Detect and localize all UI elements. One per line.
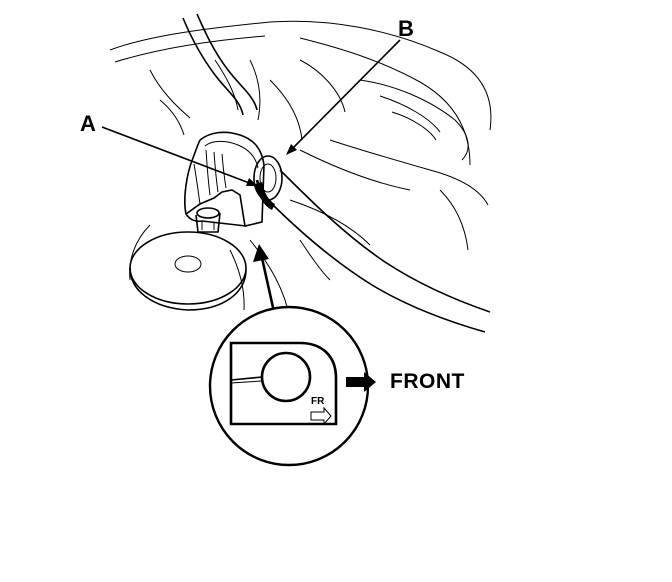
stabilizer-bar (267, 169, 491, 333)
detail-pointer-arrow (253, 244, 276, 313)
detail-view-circle (208, 305, 370, 467)
leader-line-b (286, 39, 401, 155)
callout-label-b: B (398, 16, 414, 41)
callout-label-a: A (80, 111, 96, 136)
fr-direction-arrow (310, 406, 332, 426)
front-direction-arrow (346, 372, 376, 392)
mounting-bolt (195, 207, 221, 233)
background-chassis-outline (109, 20, 492, 321)
front-direction-label: FRONT (390, 370, 465, 393)
hose-line (182, 13, 258, 116)
leader-line-a (101, 126, 258, 186)
round-mount (129, 231, 247, 311)
bushing-fr-mark: FR (311, 396, 325, 407)
bushing-bracket (184, 131, 283, 227)
